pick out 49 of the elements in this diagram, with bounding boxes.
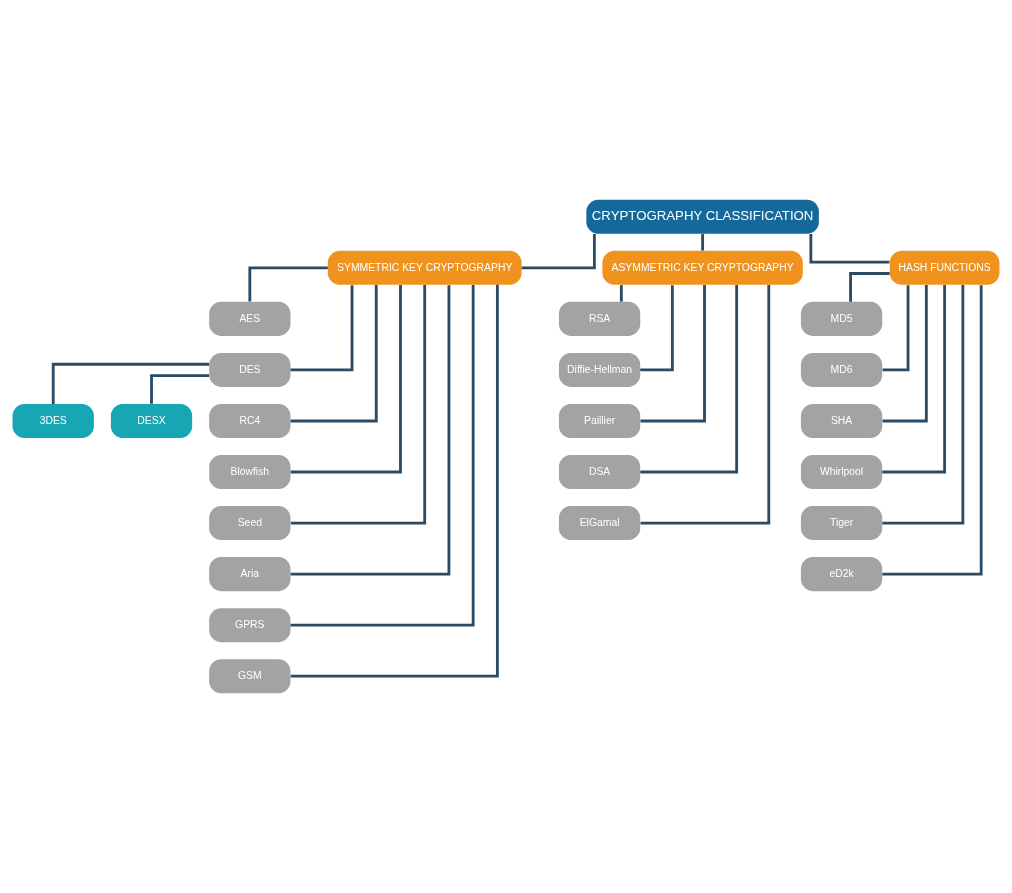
node-box: ElGamal xyxy=(558,506,641,541)
connector xyxy=(290,284,499,678)
node-box: Whirlpool xyxy=(800,455,883,490)
connector xyxy=(882,285,965,525)
node-box: SHA xyxy=(800,403,883,438)
connector xyxy=(290,285,354,372)
node-box: RC4 xyxy=(209,403,291,438)
node-box: Paillier xyxy=(558,403,641,438)
node-box: ASYMMETRIC KEY CRYPTOGRAPHY xyxy=(602,250,803,285)
connector xyxy=(640,285,771,525)
node-box: Tiger xyxy=(800,506,883,541)
node-box: DESX xyxy=(110,403,193,438)
connector xyxy=(882,285,910,372)
connector xyxy=(882,285,928,423)
connector xyxy=(882,284,947,474)
connector xyxy=(619,285,623,302)
node-box: Blowfish xyxy=(209,455,291,490)
node-box: AES xyxy=(209,301,291,336)
connector xyxy=(809,233,890,264)
node-box: DES xyxy=(209,352,291,387)
connector xyxy=(640,285,674,372)
node-box: Seed xyxy=(209,506,291,541)
connector xyxy=(640,284,739,474)
node-box: GPRS xyxy=(209,608,291,643)
node-box: HASH FUNCTIONS xyxy=(889,250,1000,285)
connector xyxy=(248,266,328,302)
connector xyxy=(290,284,402,474)
node-box: Diffie-Hellman xyxy=(558,352,641,387)
node-box: SYMMETRIC KEY CRYPTOGRAPHY xyxy=(327,250,522,285)
node-box: DSA xyxy=(558,455,641,490)
node-box: 3DES xyxy=(12,403,94,438)
node-box: CRYPTOGRAPHY CLASSIFICATION xyxy=(586,199,819,234)
connector xyxy=(51,362,210,404)
node-box: MD6 xyxy=(800,352,883,387)
connector xyxy=(290,285,427,525)
connector xyxy=(849,272,890,302)
connector xyxy=(290,285,378,423)
connector xyxy=(882,285,983,576)
node-box: MD5 xyxy=(800,301,883,336)
node-box: RSA xyxy=(558,301,641,336)
node-box: GSM xyxy=(209,659,291,694)
connector xyxy=(290,285,475,627)
connector xyxy=(640,285,706,423)
connector xyxy=(150,374,209,404)
node-box: eD2k xyxy=(800,557,883,592)
connector xyxy=(521,234,596,270)
connector xyxy=(701,234,705,251)
node-box: Aria xyxy=(209,557,291,592)
connector xyxy=(290,285,451,576)
